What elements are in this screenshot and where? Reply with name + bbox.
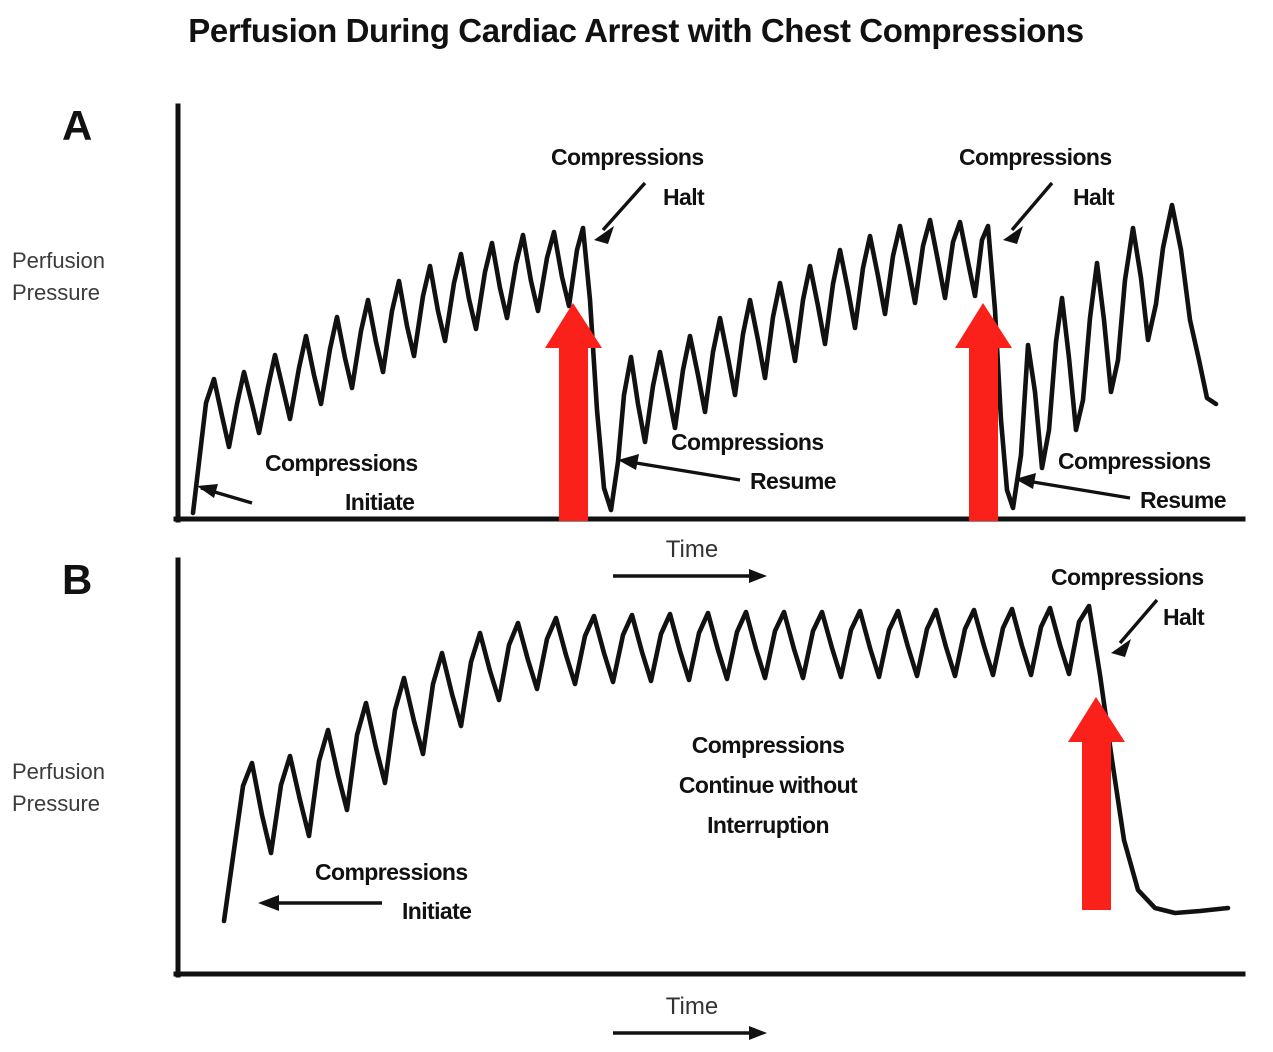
panel-a-time-label: Time — [666, 536, 718, 563]
panel-b-time-label: Time — [666, 993, 718, 1020]
panel-a-initiate-arrowhead — [197, 484, 218, 498]
panel-b-halt-leader — [1118, 598, 1159, 645]
panel-b-y-axis-label-line1: Perfusion — [12, 759, 105, 784]
panel-a-letter: A — [62, 102, 92, 149]
panel-a-resume2-arrowhead — [1015, 473, 1036, 489]
panel-a-halt1-line1: Compressions — [551, 144, 704, 170]
panel-b-y-axis-label-line2: Pressure — [12, 791, 100, 816]
panel-a-halt1-arrowhead — [594, 226, 614, 244]
panel-a-halt2-leader — [1010, 181, 1054, 232]
panel-a-resume1-line1: Compressions — [671, 429, 824, 455]
panel-b-continue-line1: Compressions — [692, 732, 845, 758]
panel-a-y-axis-label-line1: Perfusion — [12, 248, 105, 273]
panel-b-halt-line1: Compressions — [1051, 564, 1204, 590]
panel-b-annotation-compressions-continue: Compressions Continue without Interrupti… — [679, 732, 859, 838]
panel-b: B Perfusion Pressure Compressions Initia… — [12, 556, 1246, 1040]
panel-b-initiate-arrowhead — [258, 895, 279, 911]
panel-a-annotation-compressions-halt-1: Compressions Halt — [551, 144, 706, 244]
panel-a-time-arrowhead — [749, 569, 767, 583]
panel-b-annotation-compressions-halt: Compressions Halt — [1051, 564, 1206, 657]
panel-b-continue-line3: Interruption — [707, 812, 829, 838]
panel-a-halt1-line2: Halt — [663, 184, 705, 210]
panel-a-halt2-line2: Halt — [1073, 184, 1115, 210]
panel-a-resume2-line2: Resume — [1140, 487, 1226, 513]
panel-a-resume2-line1: Compressions — [1058, 448, 1211, 474]
panel-b-halt-line2: Halt — [1163, 604, 1205, 630]
panel-a-time-axis-label: Time — [613, 536, 767, 583]
panel-b-time-axis-label: Time — [613, 993, 767, 1040]
panel-a-halt1-leader — [601, 181, 647, 232]
panel-b-letter: B — [62, 556, 92, 603]
panel-a-halt2-arrowhead — [1003, 226, 1023, 244]
panel-a-initiate-line1: Compressions — [265, 450, 418, 476]
panel-a-annotation-compressions-halt-2: Compressions Halt — [959, 144, 1116, 244]
panel-a-annotation-compressions-resume-2: Compressions Resume — [1015, 448, 1226, 513]
panel-b-waveform — [221, 603, 1231, 924]
panel-a-resume1-line2: Resume — [750, 468, 836, 494]
panel-a-red-arrow-halt-1 — [545, 303, 602, 521]
panel-a-resume1-arrowhead — [618, 454, 639, 470]
figure-title: Perfusion During Cardiac Arrest with Che… — [188, 12, 1083, 49]
panel-a-halt2-line1: Compressions — [959, 144, 1112, 170]
panel-a: A Perfusion Pressure Compressions Initia… — [12, 102, 1246, 583]
panel-a-annotation-compressions-initiate: Compressions Initiate — [197, 450, 418, 515]
panel-a-resume1-leader — [629, 460, 741, 482]
panel-a-waveform — [190, 202, 1219, 516]
panel-b-initiate-line2: Initiate — [402, 898, 471, 924]
panel-a-resume2-leader — [1026, 479, 1131, 500]
panel-a-annotation-compressions-resume-1: Compressions Resume — [618, 429, 836, 494]
panel-b-continue-line2: Continue without — [679, 772, 858, 798]
panel-b-halt-arrowhead — [1111, 639, 1131, 657]
panel-b-annotation-compressions-initiate: Compressions Initiate — [258, 859, 472, 924]
panel-b-initiate-line1: Compressions — [315, 859, 468, 885]
panel-b-time-arrowhead — [749, 1026, 767, 1040]
panel-a-red-arrow-halt-2 — [955, 303, 1012, 521]
panel-b-red-arrow-halt — [1068, 697, 1125, 910]
panel-a-y-axis-label-line2: Pressure — [12, 280, 100, 305]
panel-a-initiate-line2: Initiate — [345, 489, 414, 515]
